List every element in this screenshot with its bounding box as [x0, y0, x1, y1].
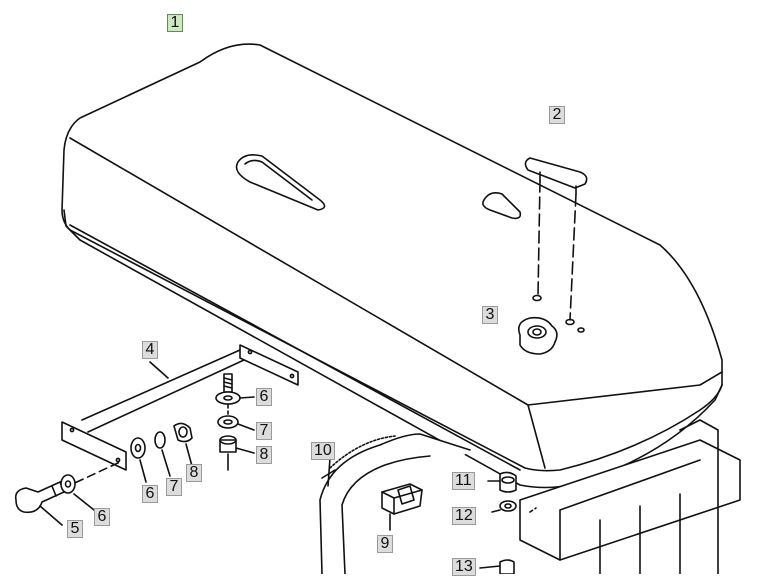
bolt: [14, 461, 121, 526]
callout-part-4: 4: [142, 341, 158, 359]
callout-part-7: 7: [256, 422, 272, 440]
callout-part-11: 11: [452, 472, 475, 490]
callout-part-3: 3: [482, 306, 498, 324]
callout-part-12: 12: [452, 507, 476, 525]
bracket: [61, 344, 299, 471]
washer: [60, 474, 95, 511]
handle: [524, 157, 588, 321]
callout-part-1: 1: [167, 14, 183, 32]
callout-part-6: 6: [256, 388, 272, 406]
hardware-set-right: [215, 373, 255, 471]
callout-part-6: 6: [142, 485, 158, 503]
callout-part-13: 13: [452, 558, 476, 576]
hood-cover: [61, 43, 723, 489]
latch: [381, 483, 423, 531]
callout-part-8: 8: [186, 464, 202, 482]
side-housing: [519, 419, 741, 574]
callout-part-2: 2: [549, 106, 565, 124]
knob: [517, 316, 558, 355]
hardware-set-middle: [130, 422, 193, 483]
callout-part-8: 8: [256, 446, 272, 464]
callout-part-6: 6: [94, 508, 110, 526]
fastener-set-right: [479, 471, 517, 574]
callout-part-7: 7: [166, 478, 182, 496]
callout-part-9: 9: [377, 535, 393, 553]
callout-part-10: 10: [311, 442, 335, 460]
callout-part-5: 5: [67, 520, 83, 538]
